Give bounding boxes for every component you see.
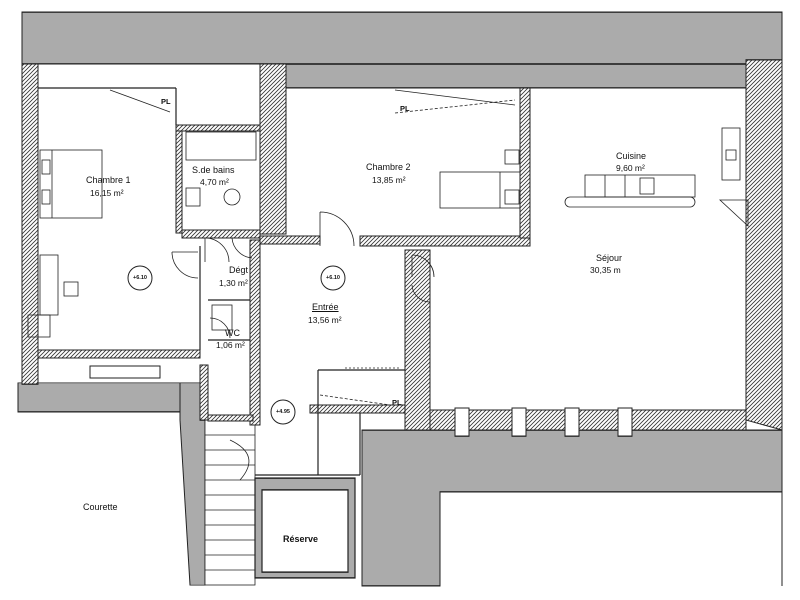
room-cuisine-area: 9,60 m²: [616, 163, 645, 173]
room-sejour-name: Séjour: [596, 253, 623, 263]
roof-band-top: [21, 11, 783, 65]
placard-lines: [109, 89, 516, 406]
doors: [171, 211, 435, 339]
level-marker: [127, 265, 153, 291]
room-wc-area: 1,06 m²: [216, 340, 245, 350]
level-marker: [270, 399, 296, 425]
room-entree-area: 13,56 m²: [308, 315, 342, 325]
room-chambre1-name: Chambre 1: [86, 175, 131, 185]
room-degt-name: Dégt: [229, 265, 249, 275]
furniture: [27, 127, 749, 338]
room-sejour-area: 30,35 m: [590, 265, 621, 275]
room-courette-name: Courette: [83, 502, 118, 512]
level-marker: [320, 265, 346, 291]
roof-band-bottom: [361, 429, 783, 587]
placard-marker: PL: [400, 104, 410, 113]
staircase: [204, 419, 256, 586]
level-marker-text: +6.10: [326, 275, 340, 281]
placard-marker: PL: [392, 398, 402, 407]
roof-band-top-mid: [284, 63, 761, 89]
level-marker-text: +6.10: [133, 275, 147, 281]
windows: [89, 365, 633, 437]
partitions: [38, 87, 405, 579]
room-entree-name: Entrée: [312, 302, 339, 312]
roof-band-right: [745, 59, 783, 431]
room-chambre2-area: 13,85 m²: [372, 175, 406, 185]
room-cuisine-name: Cuisine: [616, 151, 647, 161]
room-sdb-name: S.de bains: [192, 165, 235, 175]
room-reserve-name: Réserve: [283, 534, 319, 544]
room-wc-name: WC: [225, 328, 240, 338]
roof-band-left: [17, 382, 201, 413]
room-degt-area: 1,30 m²: [219, 278, 248, 288]
room-chambre2-name: Chambre 2: [366, 162, 411, 172]
room-sdb-area: 4,70 m²: [200, 177, 229, 187]
room-chambre1-area: 16,15 m²: [90, 188, 124, 198]
level-marker-text: +4.95: [276, 409, 290, 415]
placard-marker: PL: [161, 97, 171, 106]
walls: [21, 63, 747, 431]
